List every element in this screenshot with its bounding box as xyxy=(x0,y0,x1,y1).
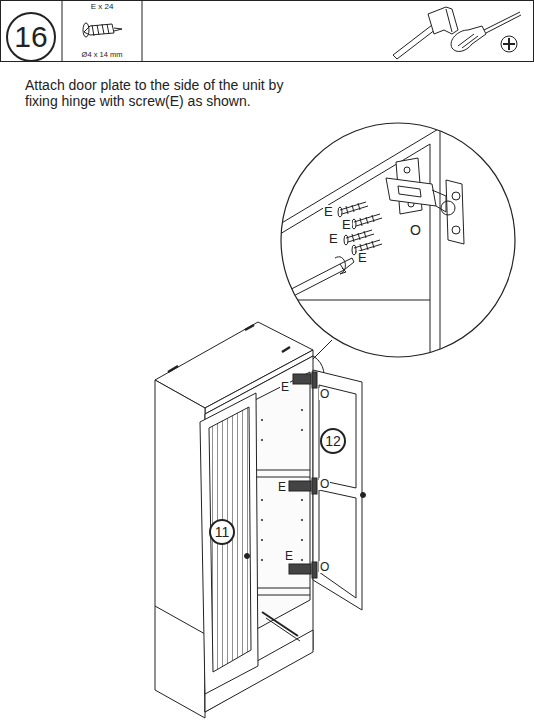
screw-label: E xyxy=(341,218,352,231)
part-number: 11 xyxy=(209,519,235,545)
screw-icon xyxy=(83,23,122,37)
cabinet xyxy=(155,322,366,718)
hinge-label: O xyxy=(319,388,330,400)
callout-number: 11 xyxy=(215,525,230,539)
zoom-circle xyxy=(281,123,515,357)
header-strip xyxy=(1,1,534,62)
hardware-box: E x 24 Ø4 x 14 mm xyxy=(62,0,142,62)
step-number: 16 xyxy=(6,12,56,62)
screw-label: E xyxy=(323,205,334,218)
screw-label: E xyxy=(280,381,290,393)
screw-label: E xyxy=(357,251,368,264)
callout-number: 16 xyxy=(14,22,47,52)
hardware-spec: Ø4 x 14 mm xyxy=(82,51,123,59)
hardware-spec: E x 24 xyxy=(91,3,114,11)
part-number: 12 xyxy=(320,428,346,454)
screw-label: E xyxy=(328,232,339,245)
hinge-detail xyxy=(270,128,464,360)
hinge-label: O xyxy=(319,478,330,490)
callout-number: 12 xyxy=(325,434,341,448)
hammer-icon xyxy=(393,7,458,59)
hinge-label: O xyxy=(319,561,330,573)
screw-label: E xyxy=(277,481,287,493)
hinge-label: O xyxy=(409,223,422,237)
screwdriver-icon xyxy=(451,12,521,52)
screw-label: E xyxy=(284,550,294,562)
instruction-text: Attach door plate to the side of the uni… xyxy=(25,77,287,109)
